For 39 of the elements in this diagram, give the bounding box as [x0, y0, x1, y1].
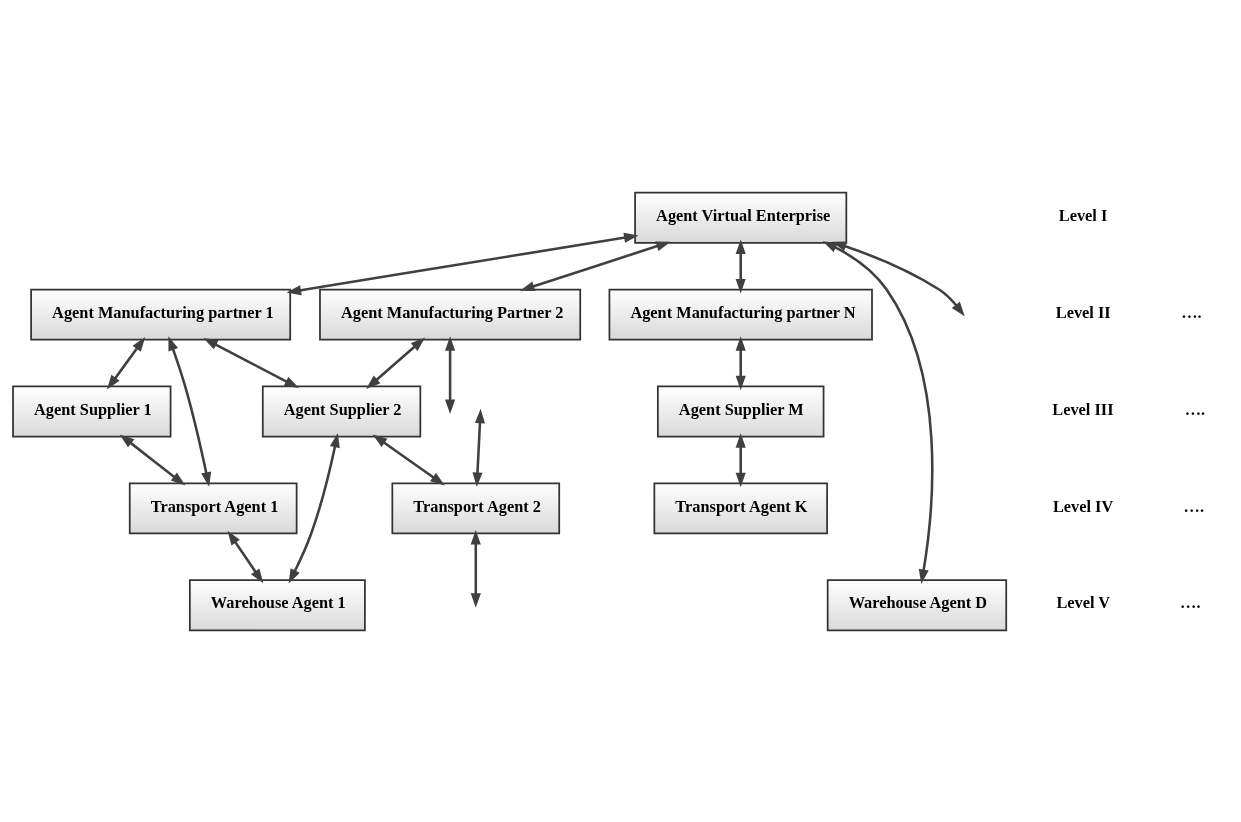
arrow [106, 336, 146, 390]
arrow [286, 232, 639, 295]
arrow [735, 335, 746, 390]
node-box: Transport Agent K [653, 481, 828, 534]
arrow [735, 238, 746, 293]
arrow [735, 432, 746, 487]
arrow [470, 529, 481, 608]
label: …. [1183, 496, 1205, 516]
node-box: Agent Supplier 2 [261, 385, 422, 437]
node-box: Agent Manufacturing partner 1 [30, 288, 292, 341]
label: Level I [1058, 205, 1108, 225]
arrow [119, 433, 186, 486]
label: …. [1184, 399, 1206, 419]
label: Level II [1055, 302, 1111, 322]
node-box: Agent Virtual Enterprise [634, 191, 848, 244]
label: Level V [1056, 592, 1111, 612]
node-box: Transport Agent 1 [128, 481, 298, 534]
node-box: Agent Manufacturing Partner 2 [319, 288, 582, 341]
arrow [445, 335, 456, 414]
node-box: Transport Agent 2 [391, 481, 561, 534]
node-box: Warehouse Agent 1 [188, 578, 366, 631]
node-box: Warehouse Agent D [826, 578, 1008, 631]
arrow [472, 408, 485, 487]
arrow [168, 335, 212, 487]
arrow [366, 337, 426, 389]
arrow [288, 432, 340, 584]
arrow [520, 240, 671, 291]
node-box: Agent Supplier 1 [12, 385, 172, 437]
label: Level III [1052, 399, 1114, 419]
node-box: Agent Manufacturing partner N [608, 288, 873, 341]
arrow [227, 530, 264, 583]
label: …. [1180, 592, 1201, 612]
arrow [372, 434, 445, 485]
arrow [822, 240, 934, 584]
arrow [203, 337, 299, 388]
node-box: Agent Supplier M [656, 385, 825, 437]
arrow [831, 241, 965, 316]
label: Level IV [1052, 496, 1114, 516]
label: …. [1181, 302, 1202, 322]
